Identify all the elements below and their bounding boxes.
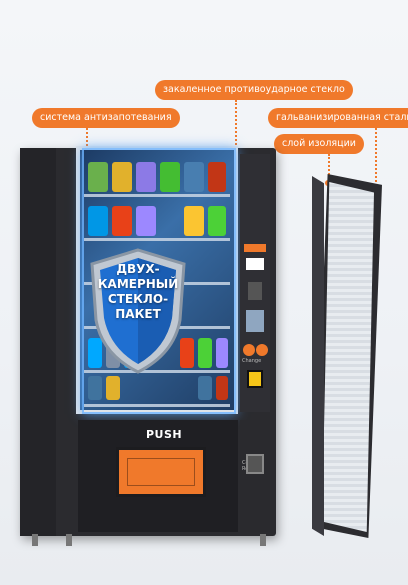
machine-foot [260, 534, 266, 546]
display-panel [246, 258, 264, 270]
shelf [84, 238, 230, 241]
product [208, 162, 226, 192]
change-label: Change [242, 358, 262, 364]
control-panel: Change [240, 154, 270, 412]
product [198, 376, 212, 400]
callout-tempered-glass: закаленное противоударное стекло [155, 80, 353, 100]
machine-foot [66, 534, 72, 546]
machine-foot [32, 534, 38, 546]
push-label: PUSH [146, 428, 183, 441]
vending-machine-side [20, 148, 56, 536]
shield-text: ДВУХ- КАМЕРНЫЙ СТЕКЛО- ПАКЕТ [86, 262, 190, 322]
shield-icon [90, 248, 186, 374]
product [88, 206, 108, 236]
shield-line-3: СТЕКЛО- [107, 292, 169, 306]
card-reader[interactable] [247, 370, 263, 388]
shelf [84, 370, 230, 373]
product [160, 162, 180, 192]
coin-return-button[interactable] [256, 344, 268, 356]
change-button[interactable] [243, 344, 255, 356]
product [180, 338, 194, 368]
product [216, 338, 228, 368]
product [106, 376, 120, 400]
product [184, 206, 204, 236]
product [112, 206, 132, 236]
product [88, 162, 108, 192]
insulation-layer [322, 182, 374, 532]
leader-galvanized-steel [375, 128, 377, 198]
push-flap-inner [127, 458, 195, 486]
product [88, 376, 102, 400]
leader-tempered-glass [235, 100, 237, 152]
product [136, 206, 156, 236]
bill-acceptor[interactable] [248, 282, 262, 300]
callout-insulation: слой изоляции [274, 134, 364, 154]
shelf [84, 194, 230, 197]
leader-anti-fog [86, 128, 88, 154]
product [184, 162, 204, 192]
shelf [84, 404, 230, 407]
shield-line-4: ПАКЕТ [115, 307, 161, 321]
lower-panel: Coin Return [240, 420, 270, 532]
keypad[interactable] [246, 310, 264, 332]
product [88, 338, 102, 368]
glass-window [76, 146, 238, 414]
callout-anti-fog: система антизапотевания [32, 108, 180, 128]
shield-line-1: ДВУХ- [116, 262, 160, 276]
wall-front-edge [312, 176, 324, 536]
coin-return-slot[interactable] [246, 454, 264, 474]
callout-galvanized-steel: гальванизированная сталь [268, 108, 408, 128]
display-screen [244, 244, 266, 252]
product [136, 162, 156, 192]
product [112, 162, 132, 192]
product [198, 338, 212, 368]
leader-insulation [328, 154, 330, 182]
push-flap[interactable] [116, 447, 206, 497]
shield-line-2: КАМЕРНЫЙ [97, 277, 179, 291]
product [216, 376, 228, 400]
product [208, 206, 226, 236]
